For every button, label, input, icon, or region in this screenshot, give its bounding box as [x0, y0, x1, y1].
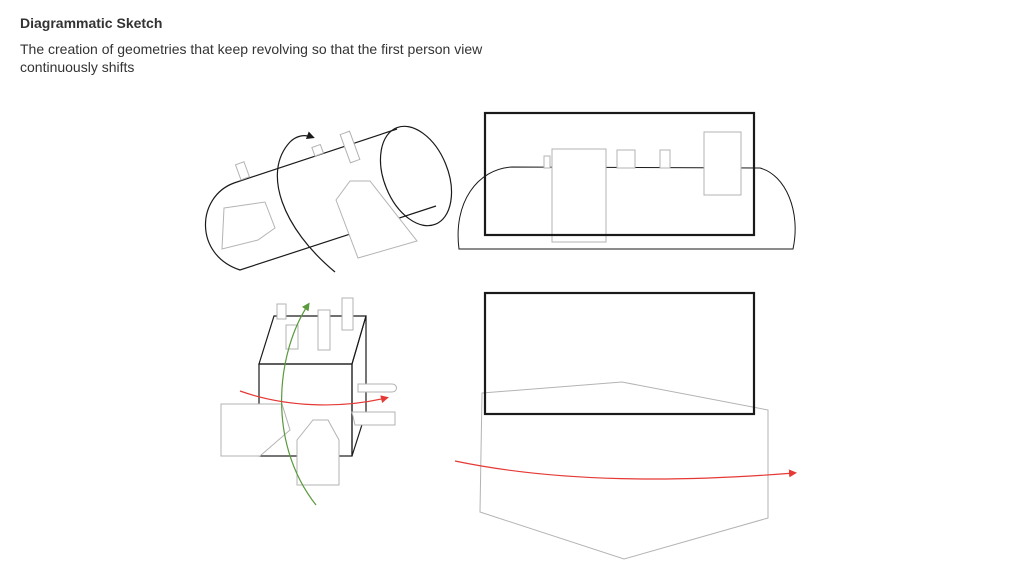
green-rotation-arrow: [281, 302, 317, 506]
cylinder-plane: [221, 201, 276, 250]
cube-view-sketch: [454, 291, 797, 560]
red-rotation-arrow: [239, 390, 389, 406]
cylinder-body: [204, 128, 437, 271]
cylinder-sketch: [204, 125, 453, 273]
cube-side-fin: [357, 383, 397, 393]
cylinder-fin: [311, 143, 325, 157]
view-frame: [483, 291, 756, 416]
cylinder-fin: [339, 130, 361, 164]
rotation-arc: [276, 131, 336, 273]
cylinder-plane: [335, 180, 418, 259]
view-element: [659, 149, 671, 169]
dome-outline: [457, 166, 796, 250]
cube-plane: [220, 403, 291, 457]
page-title: Diagrammatic Sketch: [20, 15, 163, 31]
cube-fin: [317, 309, 331, 351]
cube-plane: [296, 419, 340, 486]
cube-fin: [341, 297, 354, 331]
view-prism-outline: [479, 381, 769, 560]
red-pan-arrow: [454, 460, 797, 480]
view-frame: [483, 111, 756, 237]
cube-side-fin: [351, 411, 396, 426]
view-element: [551, 148, 607, 243]
cube-fin: [276, 303, 287, 320]
view-element: [543, 155, 551, 169]
cube-sketch: [220, 297, 397, 506]
cylinder-view-sketch: [457, 111, 796, 250]
cylinder-fin: [234, 161, 251, 181]
cylinder-end-cap: [379, 125, 453, 227]
page-caption: The creation of geometries that keep rev…: [20, 41, 483, 75]
view-element: [616, 149, 636, 169]
view-element: [703, 131, 742, 196]
